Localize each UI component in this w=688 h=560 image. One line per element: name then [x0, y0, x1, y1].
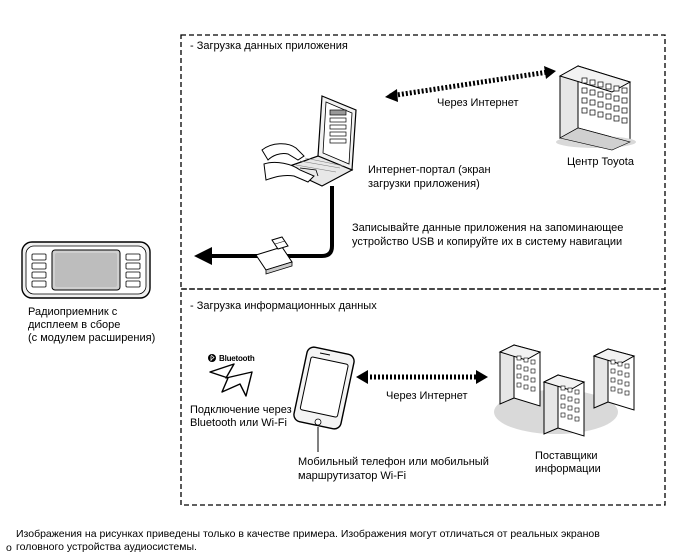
radio-label-line1: Радиоприемник с: [28, 306, 118, 318]
providers-label-line2: информации: [535, 463, 601, 475]
internet-signal-arrow-bottom: [356, 370, 488, 384]
footer-note-line2: головного устройства аудиосистемы.: [16, 541, 197, 553]
via-internet-label-bottom: Через Интернет: [386, 390, 468, 402]
providers-label-line1: Поставщики: [535, 450, 598, 462]
mobile-phone-icon: [293, 346, 355, 452]
app-section-title: - Загрузка данных приложения: [190, 40, 348, 52]
radio-label-line2: дисплеем в сборе: [28, 319, 121, 331]
phone-label-line1: Мобильный телефон или мобильный: [298, 456, 489, 468]
via-internet-label-top: Через Интернет: [437, 97, 519, 109]
usb-instruction-line1: Записывайте данные приложения на запомин…: [352, 222, 624, 234]
information-provider-buildings-icon: [494, 344, 636, 437]
toyota-center-label: Центр Toyota: [567, 156, 634, 168]
usb-stick-icon: [255, 236, 293, 275]
usb-transfer-arrow: [194, 186, 334, 265]
info-section-title: - Загрузка информационных данных: [190, 300, 377, 312]
phone-label-line2: маршрутизатор Wi-Fi: [298, 470, 407, 482]
bluetooth-label-line2: Bluetooth или Wi-Fi: [190, 417, 287, 429]
footer-marker: o: [6, 542, 12, 554]
bluetooth-logo-text: Bluetooth: [219, 354, 255, 363]
info-section-frame: [180, 288, 666, 506]
radio-label-line3: (с модулем расширения): [28, 332, 156, 344]
laptop-icon: [261, 95, 357, 187]
head-unit-radio-icon: [21, 241, 151, 299]
bluetooth-logo-icon: [208, 354, 216, 362]
usb-instruction-line2: устройство USB и копируйте их в систему …: [352, 236, 623, 248]
portal-label-line2: загрузки приложения): [368, 178, 480, 190]
wireless-signal-icon: [209, 363, 253, 397]
portal-label-line1: Интернет-портал (экран: [368, 164, 491, 176]
internet-signal-arrow-top: [385, 66, 556, 102]
toyota-center-building-icon: [556, 65, 636, 151]
footer-note-line1: Изображения на рисунках приведены только…: [16, 528, 600, 540]
bluetooth-label-line1: Подключение через: [190, 404, 292, 416]
